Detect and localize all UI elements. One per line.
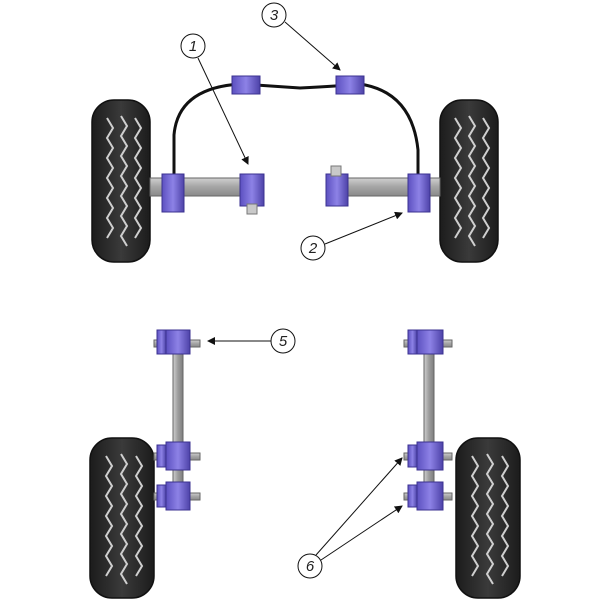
bushing-roll-bar-right [335,75,365,95]
bushing-rear-top-left [156,329,191,355]
bushing-rear-mid-right [407,441,444,471]
callout-5: 5 [207,328,296,354]
tire-top-left [91,99,151,263]
bushing-roll-bar-left [231,75,261,95]
tire-bottom-left [89,437,155,599]
callout-5-label: 5 [279,333,288,350]
callout-1-label: 1 [189,38,197,55]
callout-2: 2 [300,211,403,261]
bushing-rear-low-left [156,481,191,511]
bushing-drop-link-left [161,173,185,213]
callout-6: 6 [297,457,403,579]
bushing-rear-top-right [407,329,444,355]
bushing-rear-low-right [407,481,444,511]
callout-1: 1 [180,33,249,165]
bushing-rear-mid-left [156,441,191,471]
callout-2-label: 2 [308,240,318,257]
bushing-front-inner-right [325,165,349,207]
tire-bottom-right [455,437,521,599]
tire-top-right [439,99,499,263]
callout-3: 3 [261,2,341,71]
bushing-drop-link-right [407,173,431,213]
callout-3-label: 3 [270,7,279,24]
bushing-front-inner-left [239,173,265,215]
anti-roll-bar [172,82,420,182]
callout-6-label: 6 [306,558,315,575]
